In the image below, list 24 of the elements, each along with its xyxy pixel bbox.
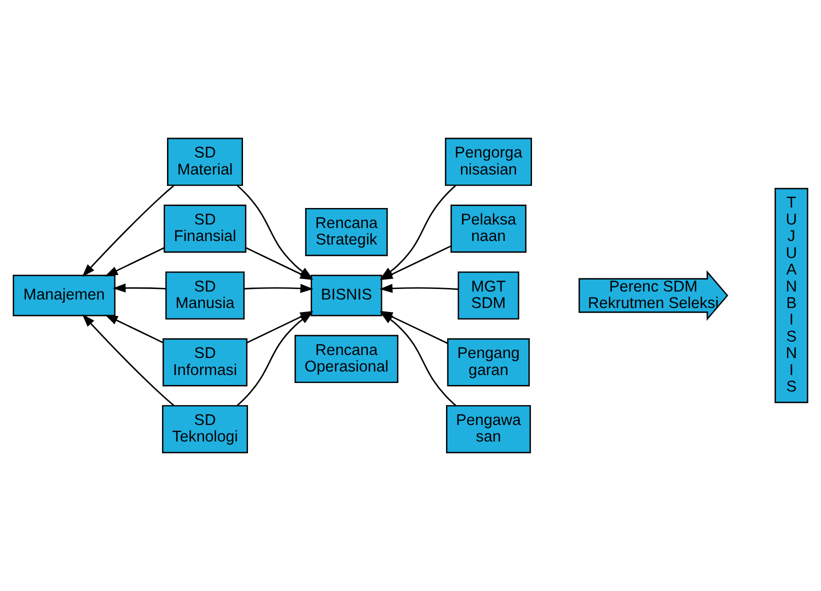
node-box: Pengang garan [447, 338, 530, 386]
node-box: Pelaksa naan [450, 204, 526, 253]
arrow [380, 284, 458, 293]
node-box: Pengawa san [446, 405, 531, 454]
node-box: BISNIS [310, 274, 382, 316]
node-box: SD Informasi [162, 338, 248, 386]
arrow [236, 312, 313, 406]
node-box: SD Teknologi [162, 405, 248, 454]
arrow [104, 314, 164, 344]
arrow [82, 184, 174, 277]
arrow [104, 247, 165, 276]
node-box: SD Material [167, 138, 243, 186]
node-box: Rencana Strategik [305, 208, 388, 256]
node-box: MGT SDM [458, 271, 520, 320]
arrow [244, 284, 314, 293]
node-box: Manajemen [12, 274, 116, 316]
node-box: SD Manusia [165, 271, 245, 320]
node-box: Pengorga nisasian [444, 138, 532, 186]
node-box: SD Finansial [164, 204, 246, 253]
arrow [82, 314, 174, 406]
node-box: Rencana Operasional [294, 334, 398, 384]
node-box: T U J U A N B I S N I S [774, 188, 808, 404]
arrow [380, 312, 456, 406]
arrow [112, 284, 166, 293]
